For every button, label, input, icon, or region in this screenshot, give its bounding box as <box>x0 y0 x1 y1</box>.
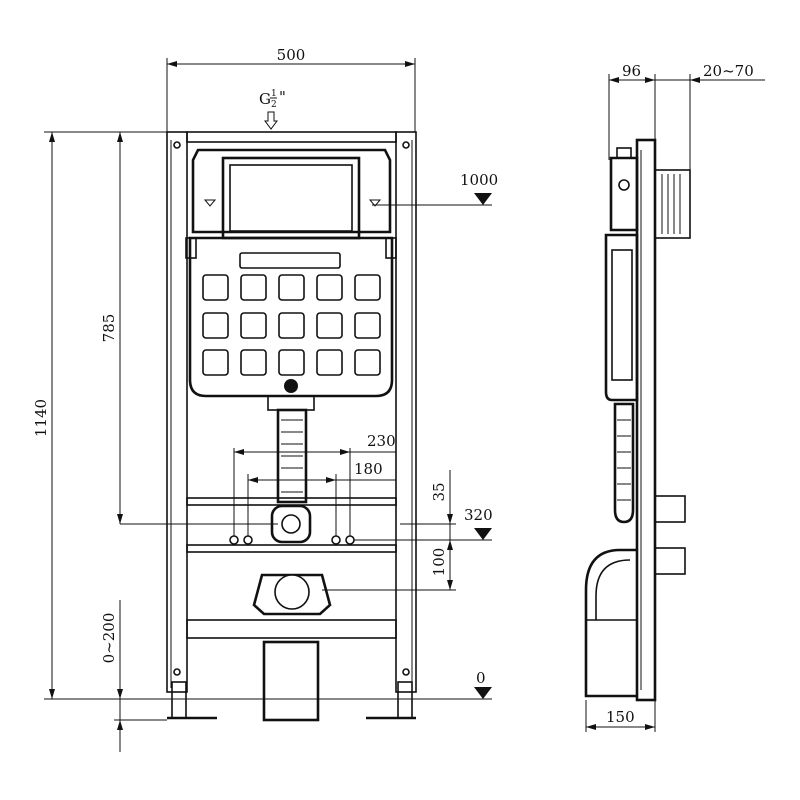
inlet-thread-g: G <box>259 90 271 108</box>
side-depth-bottom-label: 150 <box>606 708 635 726</box>
side-flush-pipe <box>613 402 686 575</box>
inlet-thread-numerator: 1 <box>271 89 277 99</box>
dimension-offsets: 35 100 <box>322 470 456 591</box>
dimension-side-top: 96 20~70 <box>608 62 765 170</box>
frame-crossbars <box>186 497 397 639</box>
dimension-frame-width: 500 <box>166 46 416 132</box>
drain-offset-label: 100 <box>430 548 448 577</box>
frame-width-label: 500 <box>277 46 306 64</box>
feet-range-label: 0~200 <box>100 613 118 664</box>
inlet-arrow-icon <box>264 111 278 130</box>
side-upright <box>635 138 691 702</box>
side-depth-top-label: 96 <box>622 62 641 80</box>
front-view: 500 G 1 2 " <box>32 46 498 752</box>
side-cistern <box>604 147 639 402</box>
inlet-thread-callout: G 1 2 " <box>259 88 286 130</box>
dimension-total-height: 1140 <box>32 131 167 700</box>
bolt-spacing-inner-label: 180 <box>354 460 383 478</box>
level-320-label: 320 <box>464 506 493 524</box>
cistern-grid <box>202 274 381 376</box>
side-view: 96 20~70 <box>584 62 765 732</box>
dimension-side-bottom: 150 <box>585 700 656 732</box>
frame-uprights <box>166 131 417 693</box>
total-height-label: 1140 <box>32 399 50 437</box>
bolt-spacing-outer-label: 230 <box>367 432 396 450</box>
level-1000-marker: 1000 <box>372 171 498 206</box>
flush-pipe <box>270 408 312 544</box>
cistern <box>185 148 397 411</box>
inlet-thread-suffix: " <box>279 88 286 106</box>
cistern-outlet-label: 785 <box>100 314 118 343</box>
dimension-feet-range: 0~200 <box>100 600 167 752</box>
dimension-bolt-spacing: 230 180 <box>233 432 396 536</box>
dimension-cistern-outlet: 785 <box>100 132 123 524</box>
adjustable-feet <box>167 681 416 720</box>
level-1000-label: 1000 <box>460 171 498 189</box>
bolt-offset-label: 35 <box>430 482 448 501</box>
level-0-label: 0 <box>476 669 486 687</box>
level-320-marker: 320 <box>120 506 493 541</box>
inlet-thread-denominator: 2 <box>271 100 277 110</box>
wall-range-label: 20~70 <box>703 62 754 80</box>
drain-connection <box>252 573 332 722</box>
side-drain-bend <box>584 548 637 698</box>
level-0-marker: 0 <box>114 669 492 700</box>
